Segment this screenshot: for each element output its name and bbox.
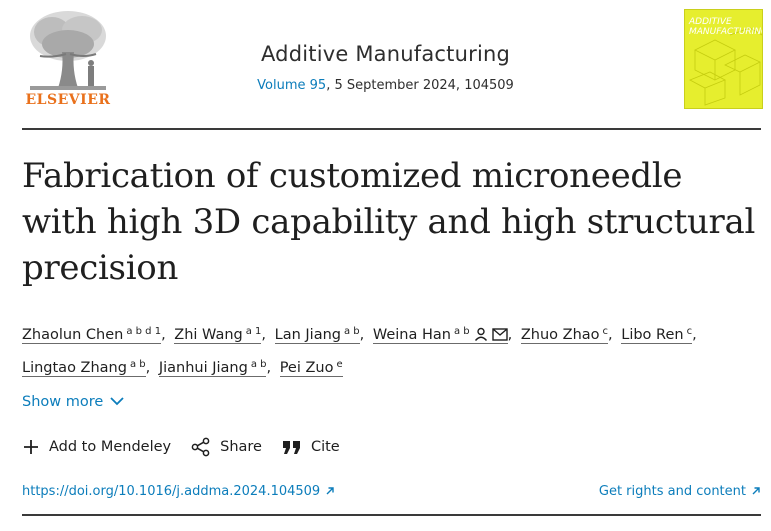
add-to-mendeley-label: Add to Mendeley: [49, 439, 172, 455]
rights-and-content-link[interactable]: Get rights and content: [599, 484, 761, 499]
issue-details: , 5 September 2024, 104509: [326, 78, 514, 93]
external-arrow-icon: [752, 487, 760, 495]
share-label: Share: [220, 439, 262, 455]
quote-icon: [282, 441, 300, 454]
envelope-icon: [491, 323, 508, 351]
header-divider: [22, 128, 761, 130]
cite-label: Cite: [310, 439, 340, 455]
share-icon: [191, 437, 210, 457]
add-to-mendeley-button[interactable]: Add to Mendeley: [22, 438, 171, 456]
share-button[interactable]: Share: [191, 437, 262, 457]
publisher-wordmark: ELSEVIER: [25, 92, 111, 108]
journal-cover-thumbnail[interactable]: ADDITIVE MANUFACTURING: [684, 9, 763, 109]
show-more-label: Show more: [22, 394, 104, 410]
chevron-down-icon: [110, 397, 124, 406]
issue-line: Volume 95, 5 September 2024, 104509: [0, 78, 771, 93]
tree-icon: [22, 8, 114, 108]
journal-title[interactable]: Additive Manufacturing: [260, 42, 511, 66]
elsevier-logo[interactable]: ELSEVIER: [22, 8, 114, 108]
cover-lattice-icon: [689, 27, 762, 106]
volume-link[interactable]: Volume 95: [257, 78, 327, 93]
cover-title: ADDITIVE MANUFACTURING: [689, 17, 763, 37]
external-arrow-icon: [326, 487, 334, 495]
rights-text: Get rights and content: [598, 484, 746, 499]
cite-button[interactable]: Cite: [282, 439, 340, 455]
person-icon: [474, 323, 488, 351]
doi-text: https://doi.org/10.1016/j.addma.2024.104…: [22, 484, 321, 499]
article-actions: Add to Mendeley Share Cite: [22, 437, 360, 457]
article-title: Fabrication of customized microneedle wi…: [22, 156, 756, 288]
show-more-button[interactable]: Show more: [22, 393, 125, 410]
doi-link[interactable]: https://doi.org/10.1016/j.addma.2024.104…: [22, 484, 335, 499]
plus-icon: [24, 440, 38, 454]
footer-divider: [22, 514, 761, 516]
